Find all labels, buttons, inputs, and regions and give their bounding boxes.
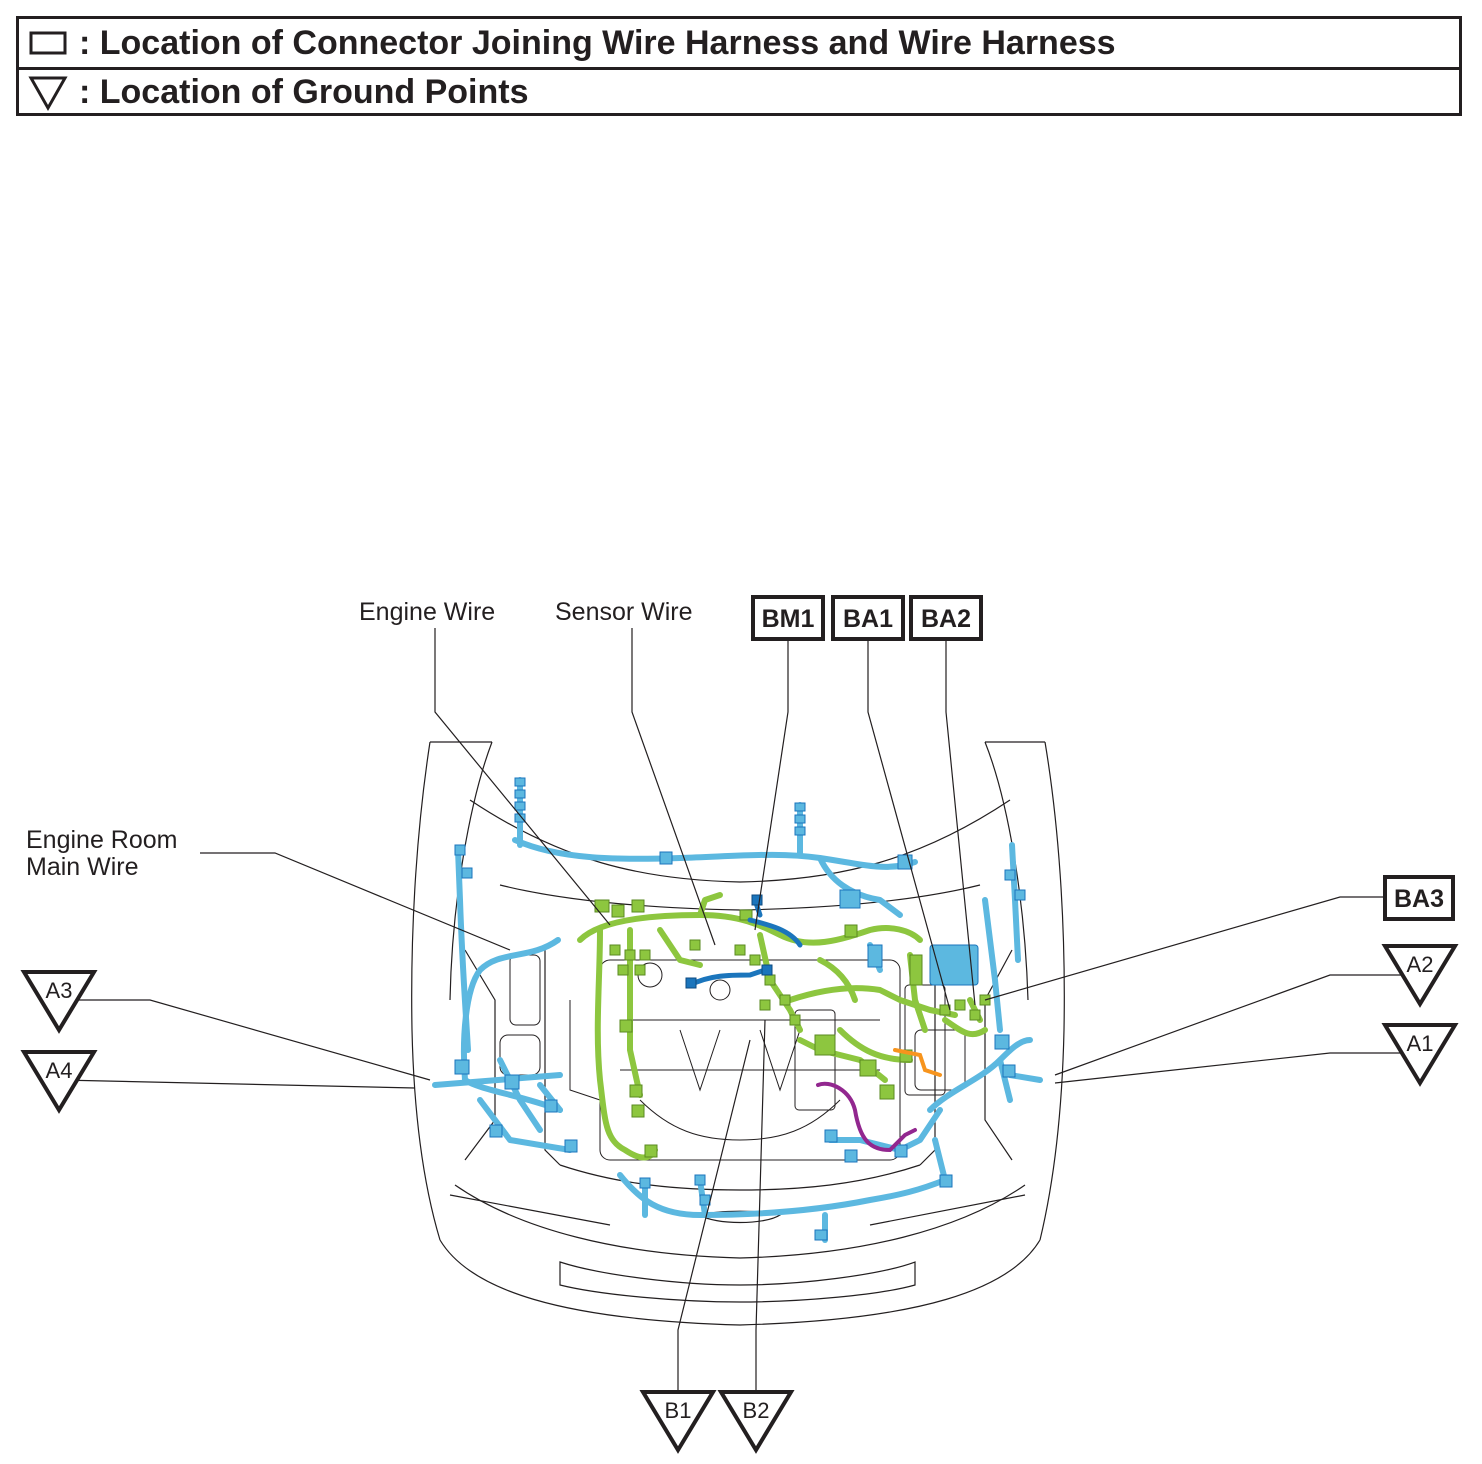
label-engine-room-main-line2: Main Wire xyxy=(26,853,139,881)
rectangle-icon xyxy=(751,595,825,641)
sensor-wire-connectors xyxy=(685,894,773,989)
triangle-down-icon xyxy=(20,970,98,1034)
ground-a2-label: A2 xyxy=(1407,952,1434,977)
label-engine-wire: Engine Wire xyxy=(359,598,495,626)
ground-a3: A3 xyxy=(20,970,98,1034)
connector-bm1: BM1 xyxy=(751,595,825,641)
rectangle-icon xyxy=(1383,875,1455,921)
connector-ba3: BA3 xyxy=(1383,875,1455,921)
engine-wire-connectors xyxy=(594,899,991,1158)
legend-row-connector: : Location of Connector Joining Wire Har… xyxy=(19,19,1459,70)
label-sensor-wire: Sensor Wire xyxy=(555,598,693,626)
ground-a1-label: A1 xyxy=(1407,1031,1434,1056)
ground-a2: A2 xyxy=(1381,944,1459,1008)
ground-b1: B1 xyxy=(639,1390,717,1454)
rectangle-icon xyxy=(909,595,983,641)
ground-b2: B2 xyxy=(717,1390,795,1454)
engine-room-main-connectors xyxy=(454,777,1026,1241)
rectangle-icon xyxy=(19,19,79,67)
triangle-down-icon xyxy=(20,1050,98,1114)
triangle-down-icon xyxy=(1381,944,1459,1008)
triangle-down-icon xyxy=(717,1390,795,1454)
accent-wires xyxy=(816,1048,942,1153)
triangle-down-icon xyxy=(1381,1023,1459,1087)
label-engine-room-main-line1: Engine Room xyxy=(26,826,177,854)
legend-ground-text: : Location of Ground Points xyxy=(79,72,529,111)
triangle-down-icon xyxy=(639,1390,717,1454)
triangle-down-icon xyxy=(19,68,79,116)
legend-connector-text: : Location of Connector Joining Wire Har… xyxy=(79,23,1116,62)
connector-ba1-label: BA1 xyxy=(843,605,893,633)
legend-box: : Location of Connector Joining Wire Har… xyxy=(16,16,1462,116)
connector-ba3-label: BA3 xyxy=(1394,885,1444,913)
connector-ba1: BA1 xyxy=(831,595,905,641)
ground-a4-label: A4 xyxy=(46,1058,73,1083)
ground-b1-label: B1 xyxy=(665,1398,692,1423)
ground-a4: A4 xyxy=(20,1050,98,1114)
connector-ba2: BA2 xyxy=(909,595,983,641)
leader-lines xyxy=(59,628,1415,1395)
connector-ba2-label: BA2 xyxy=(921,605,971,633)
ground-a1: A1 xyxy=(1381,1023,1459,1087)
engine-wire-harness xyxy=(577,892,988,1161)
legend-row-ground: : Location of Ground Points xyxy=(19,68,1459,116)
ground-b2-label: B2 xyxy=(743,1398,770,1423)
connector-bm1-label: BM1 xyxy=(762,605,815,633)
ground-a3-label: A3 xyxy=(46,978,73,1003)
rectangle-icon xyxy=(831,595,905,641)
